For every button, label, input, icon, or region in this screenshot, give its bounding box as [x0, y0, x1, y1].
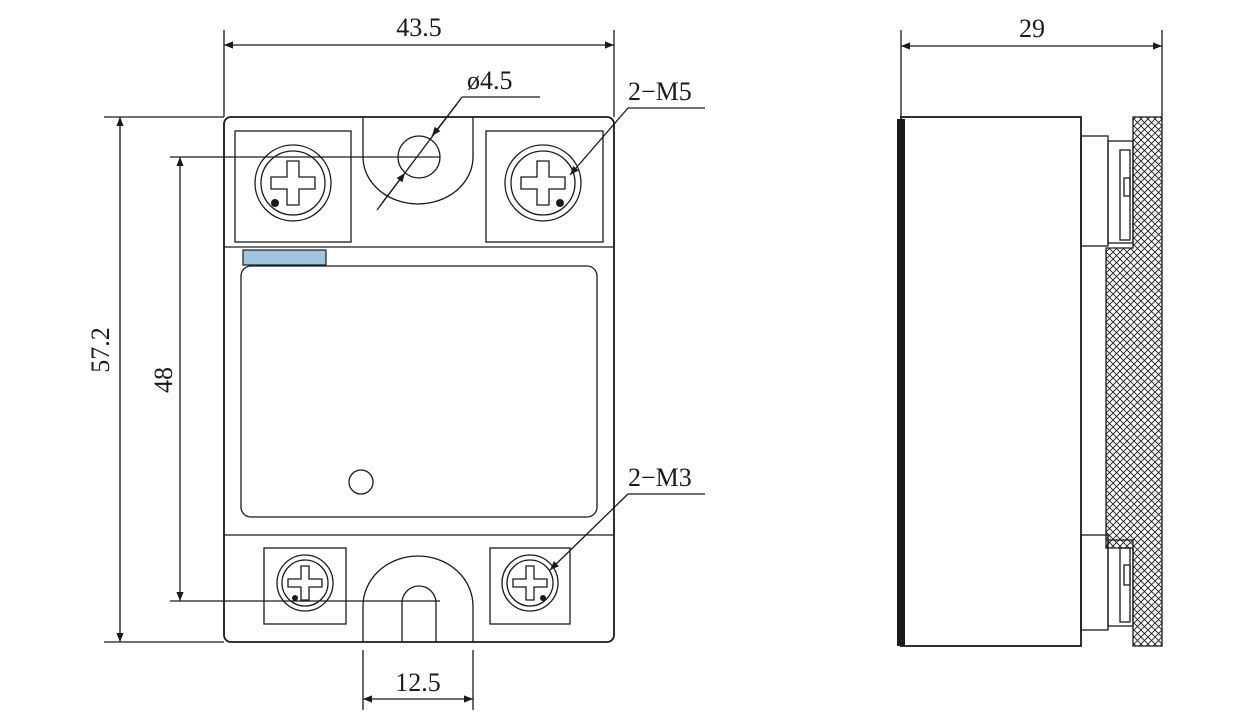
dim-overall-height-label: 57.2: [86, 327, 115, 373]
main-terminal-right: [485, 130, 604, 243]
upper-terminal-side: [1080, 135, 1134, 247]
dim-hole-spacing: 48: [149, 156, 440, 602]
callout-main-terminals-label: 2−M5: [628, 77, 692, 106]
dim-front-width: 43.5: [223, 13, 615, 117]
control-terminal-right: [489, 547, 571, 625]
dim-front-width-label: 43.5: [396, 13, 442, 42]
relay-body: [223, 116, 615, 643]
dim-slot-width-label: 12.5: [395, 668, 441, 697]
dim-side-depth-label: 29: [1019, 14, 1045, 43]
callout-control-terminals-label: 2−M3: [628, 463, 692, 492]
dim-slot-width: 12.5: [362, 650, 474, 710]
dim-mount-hole: ø4.5: [376, 66, 540, 211]
knurled-cover: [1105, 116, 1163, 647]
lower-terminal-side: [1080, 534, 1134, 631]
status-indicator: [242, 249, 327, 266]
callout-control-terminals: 2−M3: [549, 463, 705, 571]
callout-main-terminals: 2−M5: [569, 77, 705, 176]
bottom-mounting-slot: [362, 555, 474, 642]
side-housing: [900, 116, 1082, 647]
led-indicator: [348, 469, 374, 495]
dim-hole-spacing-label: 48: [149, 367, 178, 393]
front-view: [223, 116, 615, 643]
control-terminal-left: [263, 547, 347, 625]
top-mounting-boss: [362, 117, 474, 205]
dim-overall-height: 57.2: [86, 116, 224, 643]
main-terminal-left: [234, 130, 352, 243]
side-view: [897, 116, 1163, 647]
dim-mount-hole-label: ø4.5: [467, 66, 513, 95]
dim-side-depth: 29: [900, 14, 1163, 117]
label-window: [240, 265, 598, 518]
